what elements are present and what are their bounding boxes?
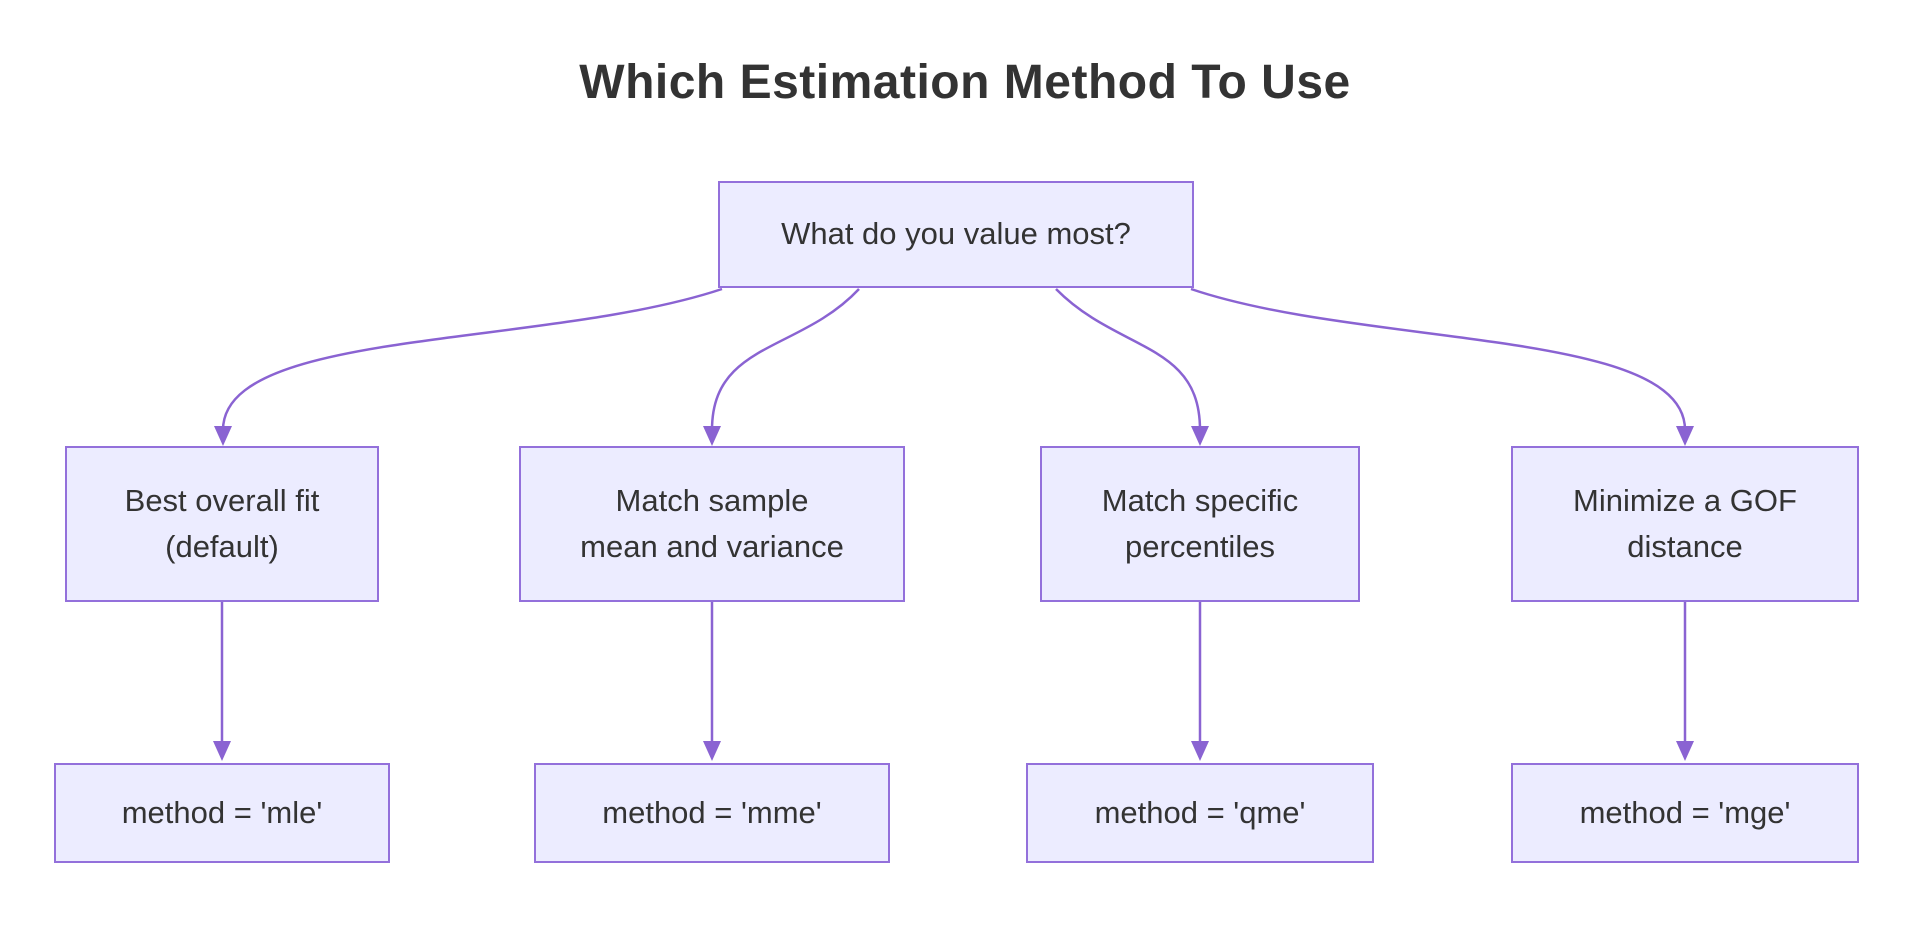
node-criterion-line: percentiles bbox=[1125, 529, 1275, 564]
edge-branch-3-to-method-3 bbox=[1676, 602, 1694, 761]
node-criterion-best-overall-fit: Best overall fit (default) bbox=[65, 446, 379, 602]
node-method-label: method = 'mle' bbox=[121, 794, 323, 830]
edge-root-to-branch-2 bbox=[1055, 288, 1209, 446]
node-method-qme: method = 'qme' bbox=[1026, 763, 1374, 863]
node-criterion-line: Minimize a GOF bbox=[1573, 482, 1797, 518]
node-method-mle: method = 'mle' bbox=[54, 763, 390, 863]
node-root-question: What do you value most? bbox=[718, 181, 1194, 288]
edge-branch-2-to-method-2 bbox=[1191, 602, 1209, 761]
edge-branch-0-to-method-0 bbox=[213, 602, 231, 761]
node-method-label: method = 'mme' bbox=[602, 794, 822, 830]
node-criterion-line: Match sample bbox=[615, 482, 809, 518]
node-method-label: method = 'mge' bbox=[1579, 794, 1791, 830]
edge-root-to-branch-0 bbox=[214, 287, 723, 446]
node-method-mme: method = 'mme' bbox=[534, 763, 890, 863]
node-method-mge: method = 'mge' bbox=[1511, 763, 1859, 863]
node-method-label: method = 'qme' bbox=[1094, 794, 1306, 830]
diagram-title: Which Estimation Method To Use bbox=[579, 56, 1351, 109]
node-criterion-line: Match specific bbox=[1101, 482, 1299, 518]
node-root-label: What do you value most? bbox=[781, 216, 1131, 252]
node-criterion-line: distance bbox=[1627, 529, 1743, 564]
node-criterion-match-mean-variance: Match sample mean and variance bbox=[519, 446, 905, 602]
node-criterion-line: mean and variance bbox=[580, 529, 844, 564]
edge-branch-1-to-method-1 bbox=[703, 602, 721, 761]
node-criterion-minimize-gof: Minimize a GOF distance bbox=[1511, 446, 1859, 602]
node-criterion-match-percentiles: Match specific percentiles bbox=[1040, 446, 1360, 602]
edge-root-to-branch-1 bbox=[703, 288, 860, 446]
edge-root-to-branch-3 bbox=[1190, 287, 1694, 446]
node-criterion-line: (default) bbox=[165, 529, 279, 564]
node-criterion-line: Best overall fit bbox=[124, 482, 320, 518]
